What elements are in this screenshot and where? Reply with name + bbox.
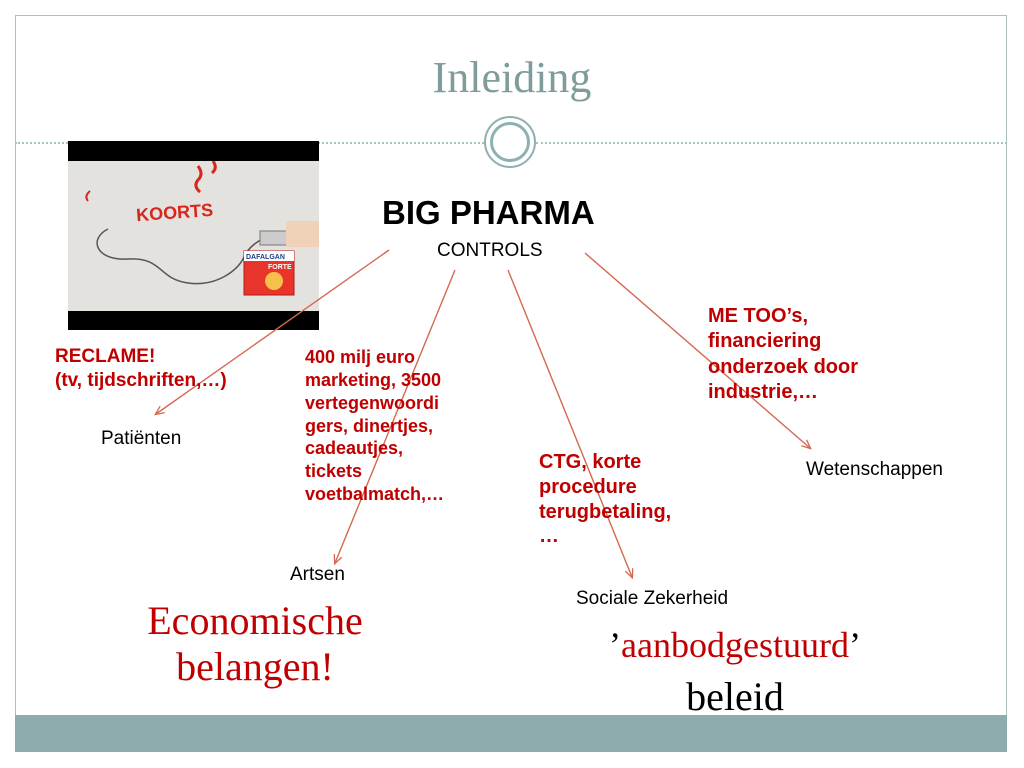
- aanbodgestuurd-word: aanbodgestuurd: [621, 625, 849, 665]
- ctg-note: CTG, korte procedure terugbetaling, …: [539, 451, 672, 548]
- flame-squiggle-1: [194, 165, 203, 194]
- arrow-to-wetenschappen: [584, 252, 810, 448]
- package-variant-text: FORTE: [268, 264, 292, 271]
- video-thumbnail[interactable]: DAFALGAN FORTE KOORTS: [68, 141, 319, 330]
- reclame-note: RECLAME! (tv, tijdschriften,…): [55, 346, 227, 391]
- package-brand-text: DAFALGAN: [246, 254, 285, 261]
- economische-belangen: Economische belangen!: [147, 598, 363, 689]
- slide-title: Inleiding: [432, 53, 592, 102]
- artsen-label: Artsen: [290, 564, 345, 585]
- title-divider-right: [536, 142, 1007, 144]
- quote-open: ’: [609, 625, 622, 665]
- metoo-note: ME TOO’s, financiering onderzoek door in…: [708, 305, 859, 404]
- arrow-to-artsen: [335, 269, 456, 563]
- flame-squiggle-3: [85, 190, 91, 202]
- beleid-word: beleid: [686, 674, 784, 719]
- video-frame: DAFALGAN FORTE KOORTS: [68, 161, 319, 311]
- footer-bar: [15, 715, 1007, 752]
- sociale-zekerheid-label: Sociale Zekerheid: [576, 588, 729, 609]
- arrow-to-patienten: [156, 249, 390, 414]
- marketing-note: 400 milj euro marketing, 3500 vertegenwo…: [305, 347, 445, 505]
- divider-ornament-inner: [490, 122, 530, 162]
- video-illustration: DAFALGAN FORTE KOORTS: [85, 161, 319, 296]
- hand: [286, 221, 319, 247]
- wetenschappen-label: Wetenschappen: [806, 459, 943, 480]
- package-band: [244, 251, 294, 261]
- center-subheading: CONTROLS: [437, 240, 543, 261]
- center-heading: BIG PHARMA: [382, 194, 595, 231]
- aanbodgestuurd-line: ’aanbodgestuurd’: [560, 624, 910, 666]
- package-emblem: [265, 272, 283, 290]
- arrow-to-sociale-zekerheid: [507, 269, 632, 577]
- flame-squiggle-2: [210, 161, 217, 175]
- patienten-label: Patiënten: [101, 428, 182, 449]
- quote-close: ’: [848, 625, 861, 665]
